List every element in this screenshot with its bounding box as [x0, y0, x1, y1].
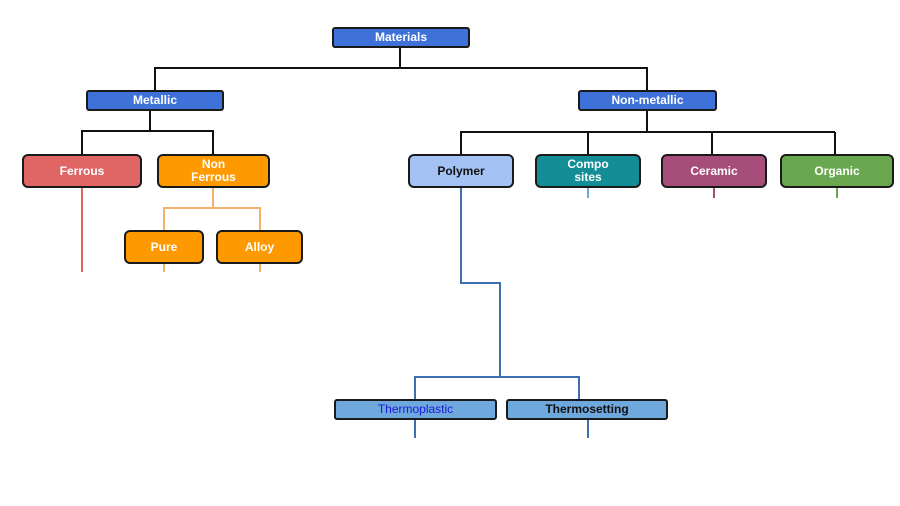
node-metallic-label: Metallic [132, 93, 177, 107]
node-thermoplastic-label: Thermoplastic [377, 402, 454, 416]
node-non-metallic: Non-metallic [578, 90, 717, 111]
node-non-metallic-label: Non-metallic [611, 93, 684, 107]
node-ceramic-label: Ceramic [690, 163, 738, 178]
node-ferrous-label: Ferrous [59, 163, 105, 178]
node-composites: Compo sites [535, 154, 641, 188]
node-polymer: Polymer [408, 154, 514, 188]
node-materials-label: Materials [374, 30, 428, 44]
node-non-ferrous: Non Ferrous [157, 154, 270, 188]
connector-nonferrous-alloy [213, 207, 261, 231]
node-organic: Organic [780, 154, 894, 188]
connector-materials [154, 47, 401, 91]
node-pure: Pure [124, 230, 204, 264]
connector-polymer [414, 187, 501, 400]
node-thermosetting: Thermosetting [506, 399, 668, 420]
node-polymer-label: Polymer [437, 163, 485, 178]
connector-materials-nonmetallic [400, 67, 648, 91]
node-non-ferrous-label: Non Ferrous [191, 157, 236, 184]
node-ferrous: Ferrous [22, 154, 142, 188]
node-alloy-label: Alloy [244, 239, 275, 254]
node-pure-label: Pure [150, 239, 178, 254]
connector-metallic-nonferrous [150, 130, 214, 155]
node-ceramic: Ceramic [661, 154, 767, 188]
node-metallic: Metallic [86, 90, 224, 111]
node-organic-label: Organic [814, 163, 860, 178]
connector-nonmetallic [460, 110, 648, 155]
node-alloy: Alloy [216, 230, 303, 264]
node-thermoplastic: Thermoplastic [334, 399, 497, 420]
node-thermosetting-label: Thermosetting [545, 402, 629, 416]
connector-polymer-thermosetting [500, 376, 580, 400]
node-materials: Materials [332, 27, 470, 48]
connector-metallic [81, 110, 151, 155]
node-composites-label: Compo sites [567, 157, 609, 184]
connector-nonferrous [163, 187, 214, 231]
